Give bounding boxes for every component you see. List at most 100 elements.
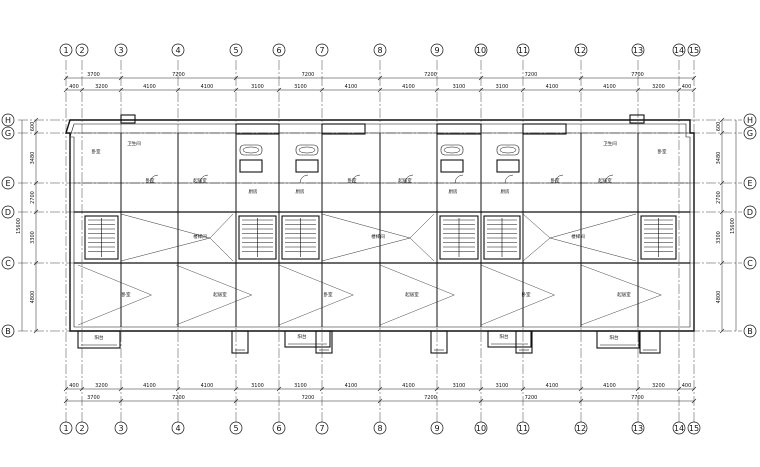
column-axis-label: 9 [434,424,439,433]
room-label: 楼梯间 [371,233,385,240]
room-label: 卧室 [551,177,560,184]
stair-core [640,215,677,260]
dim-bottom-inner-value: 400 [682,383,692,389]
dim-top-inner-value: 4100 [546,84,559,90]
dim-top-inner-value: 3200 [95,84,108,90]
dim-bottom-inner-tick [118,386,124,392]
dim-bottom-inner-tick [434,386,440,392]
column-axis-bubble [229,421,243,435]
room-label: 卧室 [92,148,101,155]
balcony [430,330,448,354]
column-axis-bubble [315,421,329,435]
room-label: 卧室 [658,148,667,155]
door-swing [404,174,414,184]
bay-window [321,123,366,135]
bay-window [629,114,645,124]
row-axis-label: H [5,116,11,125]
dim-top-inner-tick [676,87,682,93]
column-axis-label: 8 [377,46,382,55]
dim-top-inner-tick [63,87,69,93]
walls-layer [65,114,695,354]
door-swing [604,174,614,184]
dim-top-outer-tick [691,75,697,81]
void-marker [321,213,435,262]
dim-left-tick [33,260,39,266]
dim-left-value: 600 [30,122,36,132]
row-axis-bubble [1,176,15,190]
dim-top-outer-tick [63,75,69,81]
bay-window [235,123,280,135]
bathroom-cubicle [496,159,520,173]
balcony [515,330,533,354]
room-label: 卧室 [122,291,131,298]
room-label: 起居室 [617,291,631,298]
dim-right-tick [719,117,725,123]
dim-bottom-inner-tick [79,386,85,392]
column-axis-label: 8 [377,424,382,433]
dim-bottom-inner-value: 3100 [496,383,509,389]
room-label: 起居室 [193,177,207,184]
room-label: 厨房 [296,188,305,195]
column-axis-label: 11 [518,46,528,55]
column-axis-label: 12 [576,424,586,433]
room-label: 卧室 [522,291,531,298]
balcony [315,330,333,354]
dim-bottom-inner-value: 3100 [251,383,264,389]
dim-bottom-outer-tick [233,398,239,404]
room-label: 卧室 [348,177,357,184]
room-label: 卫生间 [127,140,141,147]
door-swing [554,174,564,184]
dim-top-inner-tick [578,87,584,93]
bathtub-basin [499,146,517,154]
room-diagonal [580,264,662,326]
door-swing [504,174,514,184]
dim-bottom-inner-tick [233,386,239,392]
dim-top-outer-tick [118,75,124,81]
row-axis-label: D [5,208,11,217]
column-axis-bubble [229,43,243,57]
dim-right-tick [719,328,725,334]
room-diagonal [480,264,556,326]
room-label: 厨房 [501,188,510,195]
bathtub-basin [242,146,260,154]
column-axis-label: 14 [674,46,684,55]
dim-top-outer-value: 7700 [631,72,644,78]
column-axis-bubble [631,421,645,435]
balcony [231,330,249,354]
dim-top-inner-value: 3100 [453,84,466,90]
dim-top-outer-tick [578,75,584,81]
column-axis-bubble [516,421,530,435]
column-axis-label: 9 [434,46,439,55]
column-axis-bubble [59,421,73,435]
dim-right-value: 3480 [716,152,722,165]
column-axis-label: 7 [319,424,324,433]
void-marker [120,213,234,262]
dim-bottom-outer-tick [578,398,584,404]
dim-top-inner-value: 4100 [143,84,156,90]
column-axis-bubble [75,43,89,57]
stair-core [483,215,521,260]
room-label: 厨房 [449,188,458,195]
bathroom-cubicle [295,159,319,173]
row-axis-bubble [743,205,757,219]
column-axis-bubble [516,43,530,57]
column-axis-bubble [474,43,488,57]
dim-top-inner-tick [319,87,325,93]
dim-bottom-inner-value: 3100 [294,383,307,389]
dim-left-tick [33,209,39,215]
dim-left-tick [33,117,39,123]
row-axis-bubble [743,256,757,270]
room-label: 阳台 [95,334,104,341]
dim-top-inner-tick [434,87,440,93]
row-axis-bubble [1,113,15,127]
dim-top-inner-value: 3100 [294,84,307,90]
dim-top-outer-value: 3700 [87,72,100,78]
dim-bottom-inner-tick [635,386,641,392]
dim-right-tick [719,130,725,136]
dim-bottom-inner-tick [276,386,282,392]
bathtub-basin [443,146,461,154]
dim-top-inner-tick [79,87,85,93]
bathroom-cubicle [239,159,263,173]
outer-wall-inner-line [69,123,691,328]
